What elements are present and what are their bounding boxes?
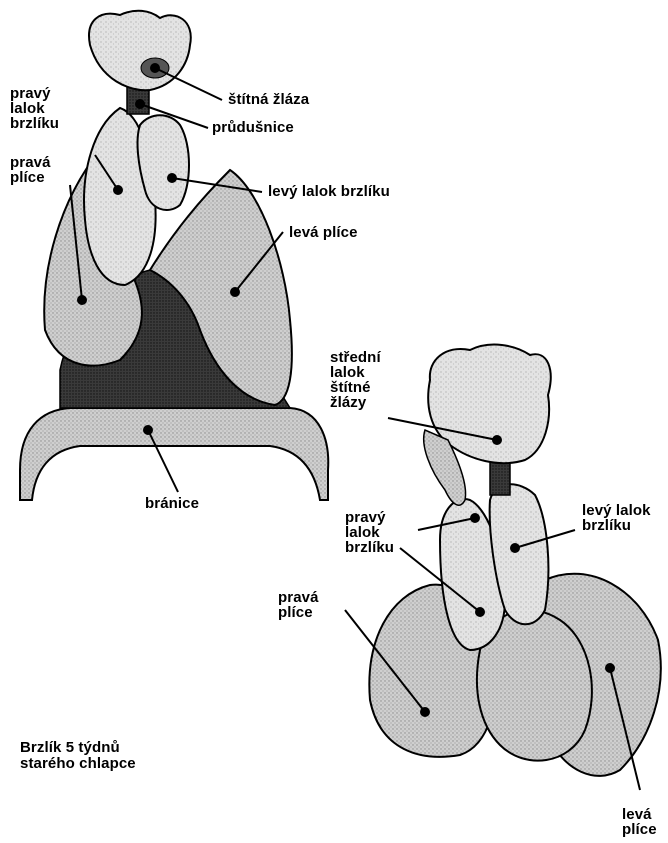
label-right-lung-top: pravá plíce [10,155,51,185]
label-right-thymus-lobe-bottom: pravý lalok brzlíku [345,510,394,555]
bottom-anatomy [345,345,661,790]
label-thyroid-top: štítná žláza [228,92,309,107]
label-left-lung-top: levá plíce [289,225,358,240]
label-left-thymus-lobe-bottom: levý lalok brzlíku [582,503,651,533]
top-anatomy [20,11,328,500]
label-middle-thyroid-lobe: střední lalok štítné žlázy [330,350,381,410]
label-right-thymus-lobe-top: pravý lalok brzlíku [10,86,59,131]
figure-caption: Brzlík 5 týdnů starého chlapce [20,740,136,772]
label-left-lung-bottom: levá plíce [622,807,657,837]
label-left-thymus-lobe-top: levý lalok brzlíku [268,184,390,199]
label-diaphragm: bránice [145,496,199,511]
label-right-lung-bottom: pravá plíce [278,590,319,620]
label-trachea-top: průdušnice [212,120,294,135]
